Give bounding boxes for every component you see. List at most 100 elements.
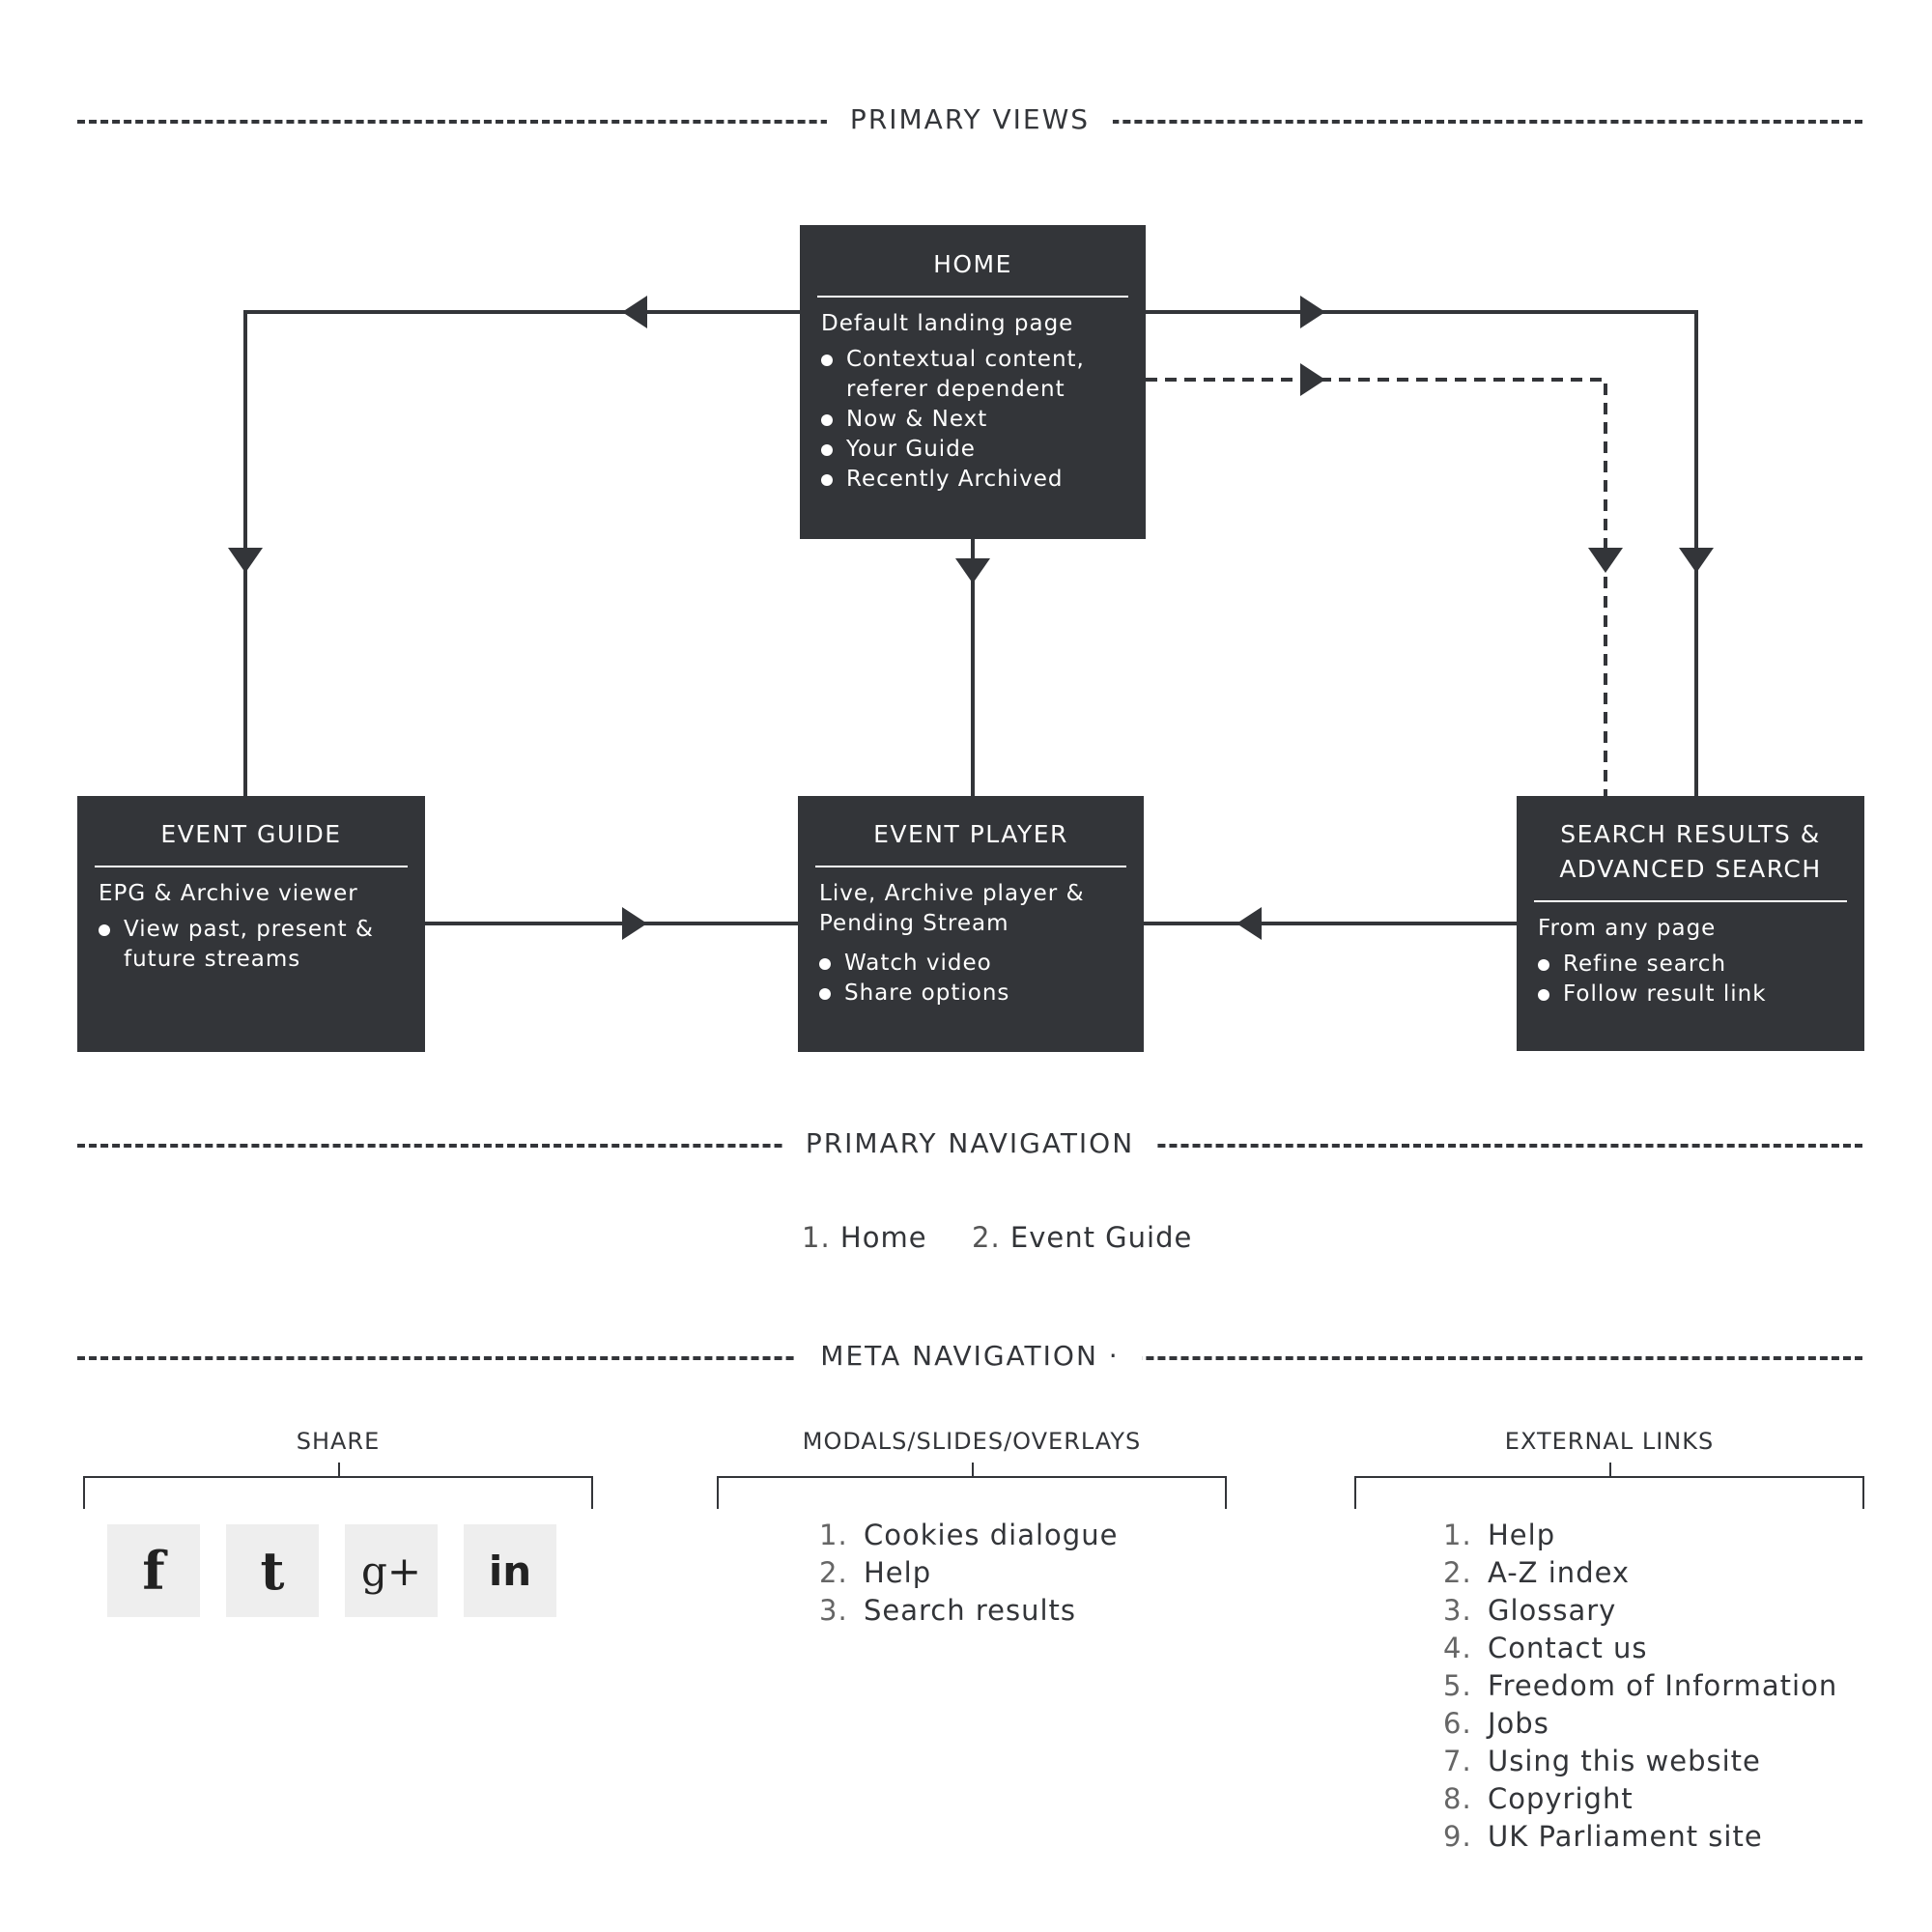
- connector-home-to-search: [1146, 310, 1698, 796]
- node-feature-list: View past, present & future streams: [77, 915, 425, 975]
- feature-item: View past, present &: [99, 915, 404, 945]
- share-google-plus-button[interactable]: g+: [345, 1524, 438, 1617]
- modal-item-search-results[interactable]: 3. Search results: [819, 1592, 1118, 1630]
- title-line: ADVANCED SEARCH: [1559, 855, 1822, 883]
- feature-item-continued: referer dependent: [846, 377, 1065, 402]
- item-label: Glossary: [1488, 1594, 1617, 1627]
- section-primary-navigation: PRIMARY NAVIGATION: [77, 1124, 1862, 1163]
- search-results-node: SEARCH RESULTS & ADVANCED SEARCH From an…: [1517, 796, 1864, 1051]
- feature-item: Your Guide: [821, 435, 1124, 465]
- item-number: 5.: [1443, 1669, 1472, 1702]
- connector-home-to-event-guide: [243, 310, 800, 796]
- external-links-title: EXTERNAL LINKS: [1504, 1428, 1715, 1455]
- primary-nav-home[interactable]: 1. Home: [802, 1221, 927, 1254]
- item-label: Help: [1488, 1519, 1556, 1551]
- nav-number: 1.: [802, 1221, 831, 1254]
- nav-label: Event Guide: [1009, 1221, 1193, 1254]
- item-number: 3.: [819, 1594, 848, 1627]
- arrowhead-right: [622, 907, 647, 940]
- description-line: Pending Stream: [819, 911, 1009, 936]
- node-divider: [1534, 900, 1847, 902]
- item-label: Contact us: [1488, 1632, 1648, 1664]
- connector-home-to-search-dashed: [1146, 378, 1607, 796]
- share-tumblr-button[interactable]: t: [226, 1524, 319, 1617]
- node-description: EPG & Archive viewer: [99, 881, 358, 906]
- feature-item: Now & Next: [821, 405, 1124, 435]
- item-label: Using this website: [1488, 1745, 1761, 1777]
- item-label: A-Z index: [1488, 1556, 1631, 1589]
- share-title: SHARE: [296, 1428, 381, 1455]
- section-title: PRIMARY VIEWS: [826, 100, 1114, 139]
- item-label: UK Parliament site: [1488, 1820, 1763, 1853]
- bracket-tick: [338, 1463, 340, 1478]
- nav-label: Home: [839, 1221, 927, 1254]
- section-title: PRIMARY NAVIGATION: [781, 1124, 1158, 1163]
- arrowhead-down: [228, 548, 263, 573]
- modals-title: MODALS/SLIDES/OVERLAYS: [802, 1428, 1142, 1455]
- item-label: Copyright: [1488, 1782, 1634, 1815]
- node-title: EVENT PLAYER: [873, 820, 1068, 848]
- external-link-az-index[interactable]: 2. A-Z index: [1443, 1554, 1837, 1592]
- feature-item-continued: future streams: [124, 947, 301, 972]
- item-number: 6.: [1443, 1707, 1472, 1740]
- item-label: Help: [864, 1556, 932, 1589]
- arrowhead-down: [1588, 548, 1623, 573]
- title-line: SEARCH RESULTS &: [1560, 820, 1821, 848]
- node-description: From any page: [1538, 916, 1717, 941]
- share-linkedin-button[interactable]: in: [464, 1524, 556, 1617]
- external-link-copyright[interactable]: 8. Copyright: [1443, 1780, 1837, 1818]
- external-links-list: 1. Help 2. A-Z index 3.Glossary 4. Contact …: [1443, 1517, 1837, 1856]
- item-number: 2.: [1443, 1556, 1472, 1589]
- home-node: HOME Default landing page Contextual con…: [800, 225, 1146, 539]
- event-guide-node: EVENT GUIDE EPG & Archive viewer View pa…: [77, 796, 425, 1052]
- external-link-help[interactable]: 1. Help: [1443, 1517, 1837, 1554]
- node-divider: [817, 296, 1128, 298]
- nav-number: 2.: [972, 1221, 1001, 1254]
- item-number: 4.: [1443, 1632, 1472, 1664]
- item-number: 1.: [1443, 1519, 1472, 1551]
- arrowhead-right: [1300, 296, 1325, 328]
- arrowhead-down: [1679, 548, 1714, 573]
- external-link-glossary[interactable]: 3.Glossary: [1443, 1592, 1837, 1630]
- node-feature-list: Contextual content, referer dependent No…: [800, 345, 1146, 495]
- feature-item: Share options: [819, 979, 1122, 1009]
- feature-item: Contextual content,: [821, 345, 1124, 375]
- bracket-tick: [972, 1463, 974, 1478]
- item-number: 8.: [1443, 1782, 1472, 1815]
- google-plus-icon: g+: [360, 1547, 422, 1595]
- node-description: Live, Archive player & Pending Stream: [798, 867, 1144, 939]
- share-facebook-button[interactable]: f: [107, 1524, 200, 1617]
- external-link-uk-parliament[interactable]: 9. UK Parliament site: [1443, 1818, 1837, 1856]
- item-number: 2.: [819, 1556, 848, 1589]
- node-feature-list: Refine search Follow result link: [1517, 950, 1864, 1009]
- node-feature-list: Watch video Share options: [798, 939, 1144, 1009]
- modal-item-cookies[interactable]: 1. Cookies dialogue: [819, 1517, 1118, 1554]
- node-title: HOME: [933, 250, 1012, 278]
- section-meta-navigation: META NAVIGATION ·: [77, 1337, 1862, 1376]
- feature-item: Watch video: [819, 949, 1122, 979]
- external-link-using-website[interactable]: 7.Using this website: [1443, 1743, 1837, 1780]
- item-label: Search results: [864, 1594, 1077, 1627]
- feature-item: Recently Archived: [821, 465, 1124, 495]
- node-title: SEARCH RESULTS & ADVANCED SEARCH: [1517, 796, 1864, 900]
- item-label: Freedom of Information: [1488, 1669, 1838, 1702]
- external-link-foi[interactable]: 5. Freedom of Information: [1443, 1667, 1837, 1705]
- node-divider: [95, 866, 408, 867]
- bracket-tick: [1609, 1463, 1611, 1478]
- node-divider: [815, 866, 1126, 867]
- modal-item-help[interactable]: 2. Help: [819, 1554, 1118, 1592]
- event-player-node: EVENT PLAYER Live, Archive player & Pend…: [798, 796, 1144, 1052]
- section-primary-views: PRIMARY VIEWS: [77, 100, 1862, 139]
- external-link-jobs[interactable]: 6. Jobs: [1443, 1705, 1837, 1743]
- modals-bracket: [717, 1463, 1227, 1509]
- item-label: Jobs: [1488, 1707, 1549, 1740]
- arrowhead-left: [622, 296, 647, 328]
- item-label: Cookies dialogue: [864, 1519, 1119, 1551]
- item-number: 9.: [1443, 1820, 1472, 1853]
- external-link-contact-us[interactable]: 4. Contact us: [1443, 1630, 1837, 1667]
- item-number: 1.: [819, 1519, 848, 1551]
- primary-nav-event-guide[interactable]: 2. Event Guide: [972, 1221, 1192, 1254]
- section-title: META NAVIGATION ·: [797, 1337, 1143, 1376]
- feature-item: Follow result link: [1538, 980, 1843, 1009]
